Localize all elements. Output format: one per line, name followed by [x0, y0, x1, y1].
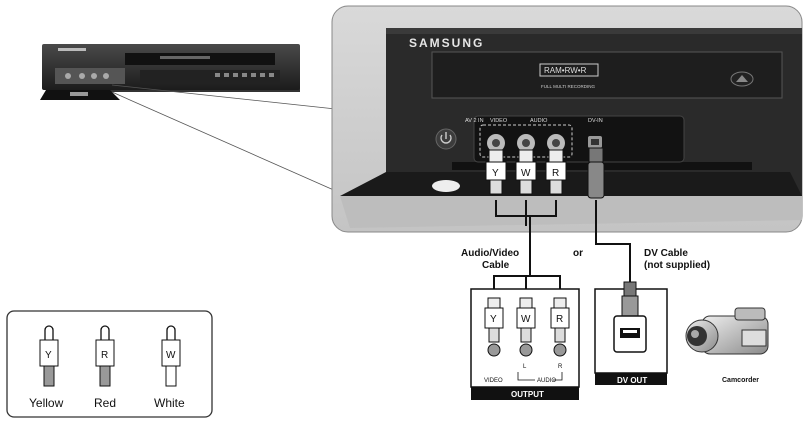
camcorder-label: Camcorder — [722, 377, 759, 384]
dv-out-footer: DV OUT — [617, 376, 647, 385]
upper-plug-white — [515, 149, 537, 195]
lower-plug-letter-w: W — [521, 314, 531, 325]
disc-caption: FULL MULTI RECORDING — [541, 84, 596, 89]
output-r-label: R — [558, 364, 563, 370]
upper-plug-yellow — [485, 149, 507, 195]
video-jack-label: VIDEO — [490, 118, 508, 124]
upper-dv-plug — [587, 147, 605, 199]
lower-plug-letter-r: R — [556, 314, 563, 325]
legend-letter-w: W — [166, 350, 176, 361]
legend-letter-y: Y — [45, 350, 52, 361]
zoom-line-bottom — [111, 91, 346, 196]
upper-plug-letter-w: W — [521, 168, 531, 179]
output-l-label: L — [523, 364, 527, 370]
dv-out-panel — [594, 281, 668, 385]
lower-plug-white — [516, 297, 536, 343]
camcorder-icon — [685, 307, 769, 355]
dv-in-label: DV-IN — [588, 118, 603, 124]
av-cable-label-line2: Cable — [482, 260, 510, 271]
upper-plug-red — [545, 149, 567, 195]
lower-plug-letter-y: Y — [490, 314, 497, 325]
upper-plug-letter-y: Y — [492, 168, 499, 179]
av-in-label: AV 2 IN — [465, 118, 484, 124]
upper-plug-letter-r: R — [552, 168, 559, 179]
legend-plug-white — [161, 325, 181, 387]
av-cable-lines — [493, 200, 561, 300]
or-label: or — [573, 248, 583, 259]
output-audio-label: AUDIO — [537, 378, 556, 384]
legend-label-yellow: Yellow — [29, 396, 64, 410]
audio-jack-label: AUDIO — [530, 118, 548, 124]
brand-logo: SAMSUNG — [409, 36, 484, 50]
dv-cable-lines — [595, 200, 631, 286]
lower-plug-yellow — [484, 297, 504, 343]
dv-cable-label-line1: DV Cable — [644, 248, 688, 259]
output-video-label: VIDEO — [484, 378, 503, 384]
lower-plug-red — [550, 297, 570, 343]
av-cable-label-line1: Audio/Video — [461, 248, 519, 259]
legend-label-white: White — [154, 396, 185, 410]
recorder-thumbnail — [40, 44, 300, 100]
disc-logo: RAM•RW•R — [544, 66, 587, 75]
legend-label-red: Red — [94, 396, 116, 410]
zoom-line-top — [111, 84, 346, 111]
dv-cable-label-line2: (not supplied) — [644, 260, 710, 271]
zoomed-front-panel — [331, 5, 803, 233]
output-footer: OUTPUT — [511, 390, 544, 399]
legend-plug-yellow — [39, 325, 59, 387]
legend-letter-r: R — [101, 350, 108, 361]
legend-plug-red — [95, 325, 115, 387]
